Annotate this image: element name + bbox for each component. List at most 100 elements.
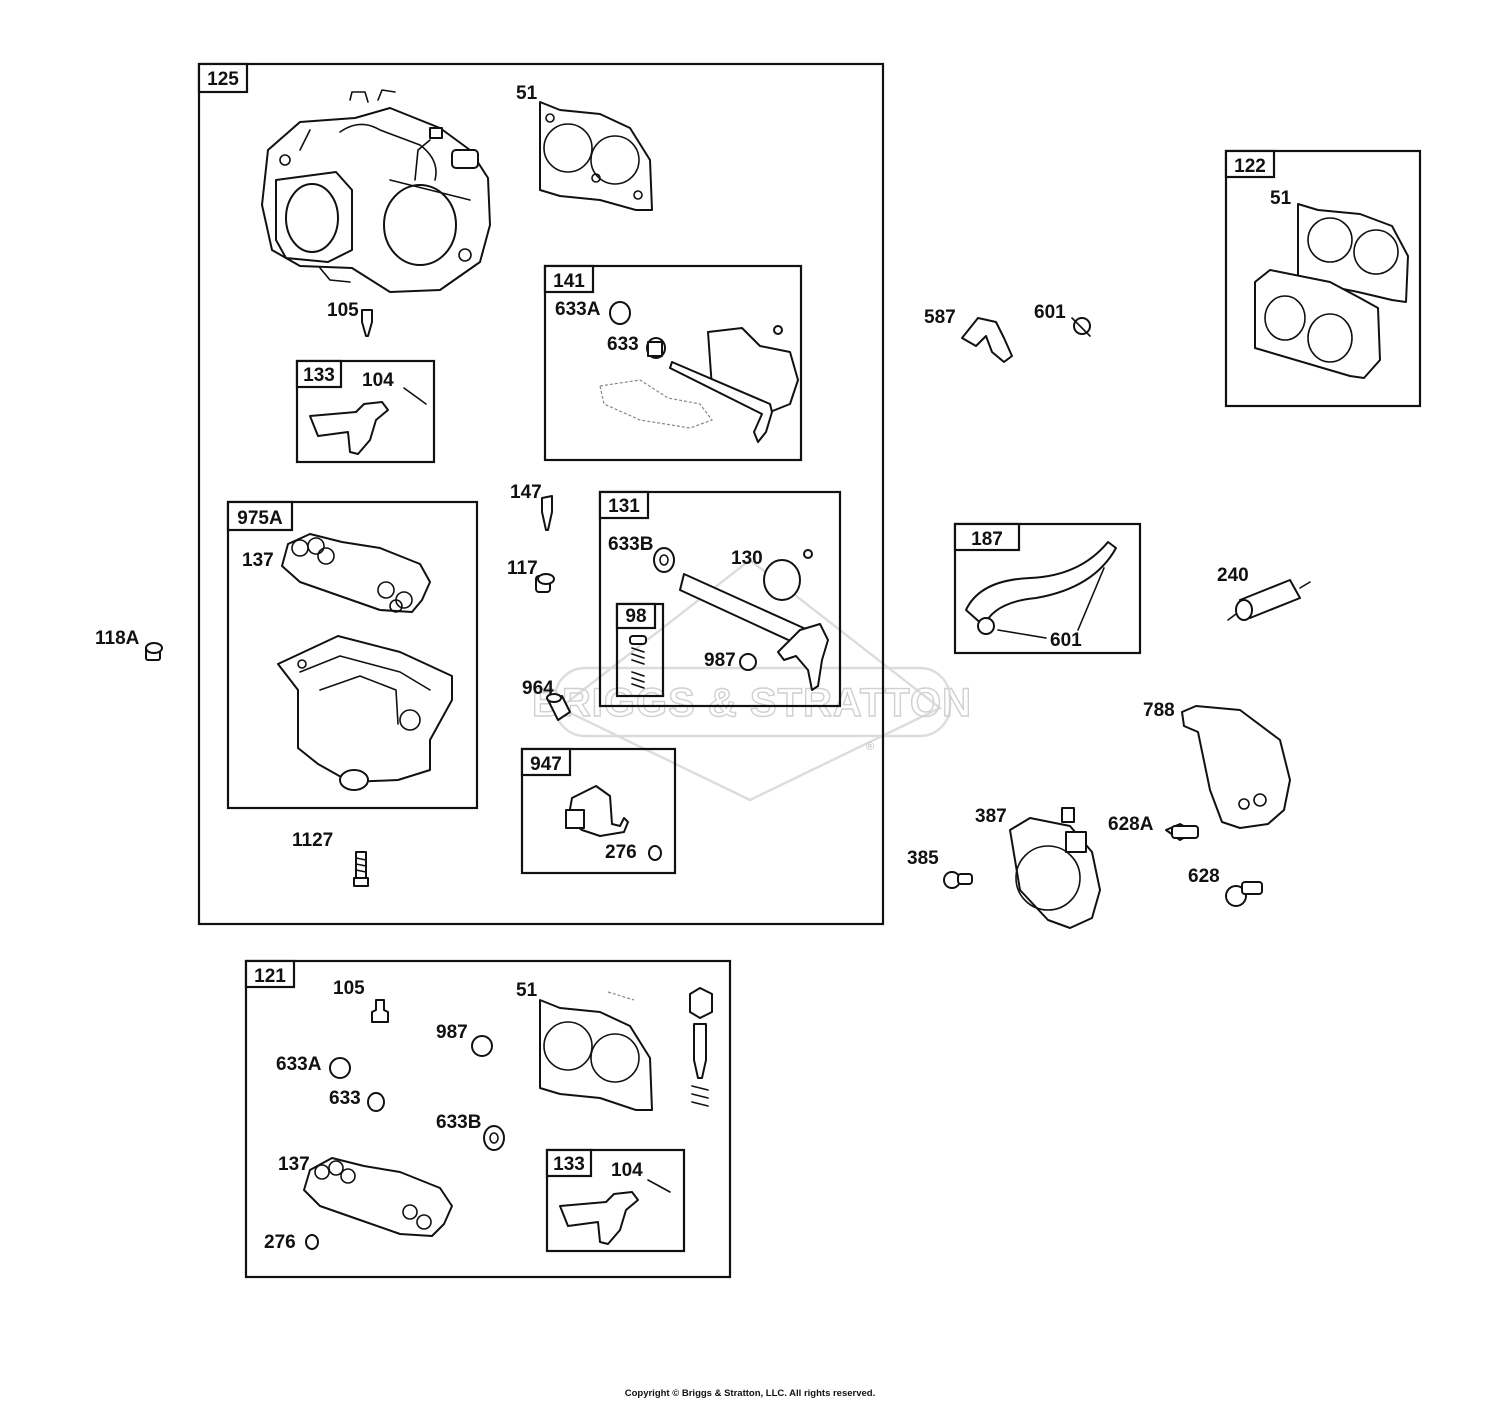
group-131-tag: 131: [608, 496, 640, 517]
watermark-brand: BRIGGS & STRATTON: [532, 681, 972, 725]
label-240: 240: [1217, 565, 1249, 586]
label-987-bottom: 987: [436, 1022, 468, 1043]
group-141-frame: 141: [543, 264, 803, 462]
group-947-frame: 947: [520, 747, 677, 875]
label-387: 387: [975, 806, 1007, 827]
bolt-628A-part[interactable]: [1165, 823, 1199, 841]
label-633A-top: 633A: [555, 299, 601, 320]
fuel-line-part[interactable]: [965, 541, 1117, 635]
label-633B-top: 633B: [608, 534, 653, 555]
label-385: 385: [907, 848, 939, 869]
screw-385-part[interactable]: [943, 871, 973, 889]
label-628A: 628A: [1108, 814, 1154, 835]
watermark-registered: ®: [866, 741, 874, 753]
group-121-frame: 121: [244, 959, 732, 1279]
needle-105-part[interactable]: [361, 309, 373, 337]
float-bottom-part[interactable]: [559, 1179, 671, 1245]
clamp-587-part[interactable]: [961, 317, 1013, 363]
bushing-633A-part[interactable]: [609, 301, 631, 325]
label-276-bottom: 276: [264, 1232, 296, 1253]
label-130: 130: [731, 548, 763, 569]
gasket-51-bottom-part[interactable]: [539, 999, 653, 1111]
float-bowl-part[interactable]: [277, 635, 453, 791]
bracket-788-part[interactable]: [1181, 705, 1291, 829]
gasket-137-bottom-part[interactable]: [303, 1157, 453, 1237]
group-98-frame: 98: [615, 602, 665, 698]
solenoid-947-part[interactable]: [565, 785, 629, 837]
group-121-tag: 121: [254, 966, 286, 987]
bushing-987-bottom-part[interactable]: [471, 1035, 493, 1057]
choke-plate-part[interactable]: [599, 325, 799, 443]
throttle-shaft-part[interactable]: [679, 573, 829, 691]
group-133-top-frame: 133: [295, 359, 436, 464]
clip-601-part[interactable]: [1071, 317, 1091, 337]
group-133-bottom-tag: 133: [553, 1154, 585, 1175]
group-125-tag: 125: [207, 69, 239, 90]
label-587: 587: [924, 307, 956, 328]
label-633-top: 633: [607, 334, 639, 355]
throttle-plate-part[interactable]: [763, 549, 813, 601]
bushing-633A-bottom-part[interactable]: [329, 1057, 351, 1079]
label-51-top: 51: [516, 83, 538, 104]
seal-633B-bottom-part[interactable]: [483, 1125, 505, 1151]
fuel-filter-240-part[interactable]: [1227, 579, 1311, 621]
carburetor-body-part[interactable]: [261, 89, 491, 293]
group-122-tag: 122: [1234, 156, 1266, 177]
label-51-bottom: 51: [516, 980, 538, 1001]
bushing-987-part[interactable]: [739, 653, 757, 671]
label-788: 788: [1143, 700, 1175, 721]
group-947-tag: 947: [530, 754, 562, 775]
label-137-top: 137: [242, 550, 274, 571]
group-125-frame: 125: [197, 62, 885, 926]
jet-117-part[interactable]: [535, 573, 555, 593]
spacer-block-part[interactable]: [1254, 269, 1381, 379]
label-628: 628: [1188, 866, 1220, 887]
label-601-top: 601: [1034, 302, 1066, 323]
group-131-frame: 131: [598, 490, 842, 708]
brand-watermark: BRIGGS & STRATTON ®: [531, 558, 972, 802]
screw-1127-part[interactable]: [353, 851, 369, 887]
leader-601-b: [1077, 567, 1105, 631]
label-601-line: 601: [1050, 630, 1082, 651]
bolt-628-part[interactable]: [1225, 881, 1263, 907]
label-118A: 118A: [95, 628, 140, 649]
float-part[interactable]: [309, 387, 427, 455]
label-105-top: 105: [327, 300, 359, 321]
group-122-frame: 122: [1224, 149, 1422, 408]
label-137-bottom: 137: [278, 1154, 310, 1175]
bushing-633-bottom-part[interactable]: [367, 1092, 385, 1112]
needle-147-part[interactable]: [541, 495, 553, 531]
fuel-pump-387-part[interactable]: [1009, 807, 1101, 929]
label-987-top: 987: [704, 650, 736, 671]
group-187-tag: 187: [971, 529, 1003, 550]
label-1127: 1127: [292, 830, 333, 851]
idle-adjust-kit-part[interactable]: [607, 987, 713, 1107]
label-964: 964: [522, 678, 554, 699]
group-975A-frame: 975A: [226, 500, 479, 810]
plug-118A-part[interactable]: [145, 642, 163, 661]
label-276-top: 276: [605, 842, 637, 863]
label-104-bottom: 104: [611, 1160, 643, 1181]
bushing-633-part[interactable]: [646, 337, 666, 359]
spacer-964-part[interactable]: [546, 693, 571, 721]
leader-601: [997, 629, 1047, 639]
group-141-tag: 141: [553, 271, 585, 292]
group-133-top-tag: 133: [303, 365, 335, 386]
gasket-51-part[interactable]: [539, 101, 653, 211]
label-633B-bottom: 633B: [436, 1112, 481, 1133]
label-105-bottom: 105: [333, 978, 365, 999]
gasket-137-part[interactable]: [281, 533, 431, 613]
label-51-right: 51: [1270, 188, 1292, 209]
group-133-bottom-frame: 133: [545, 1148, 686, 1253]
needle-105-bottom-part[interactable]: [371, 999, 389, 1023]
oring-276-bottom-part[interactable]: [305, 1234, 319, 1250]
group-187-frame: 187: [953, 522, 1142, 655]
label-117: 117: [507, 558, 538, 579]
idle-screw-part[interactable]: [629, 635, 647, 689]
copyright-footer: Copyright © Briggs & Stratton, LLC. All …: [624, 1388, 876, 1399]
oring-276-part[interactable]: [648, 845, 662, 861]
label-633A-bottom: 633A: [276, 1054, 322, 1075]
seal-633B-part[interactable]: [653, 547, 675, 573]
label-104-top: 104: [362, 370, 394, 391]
